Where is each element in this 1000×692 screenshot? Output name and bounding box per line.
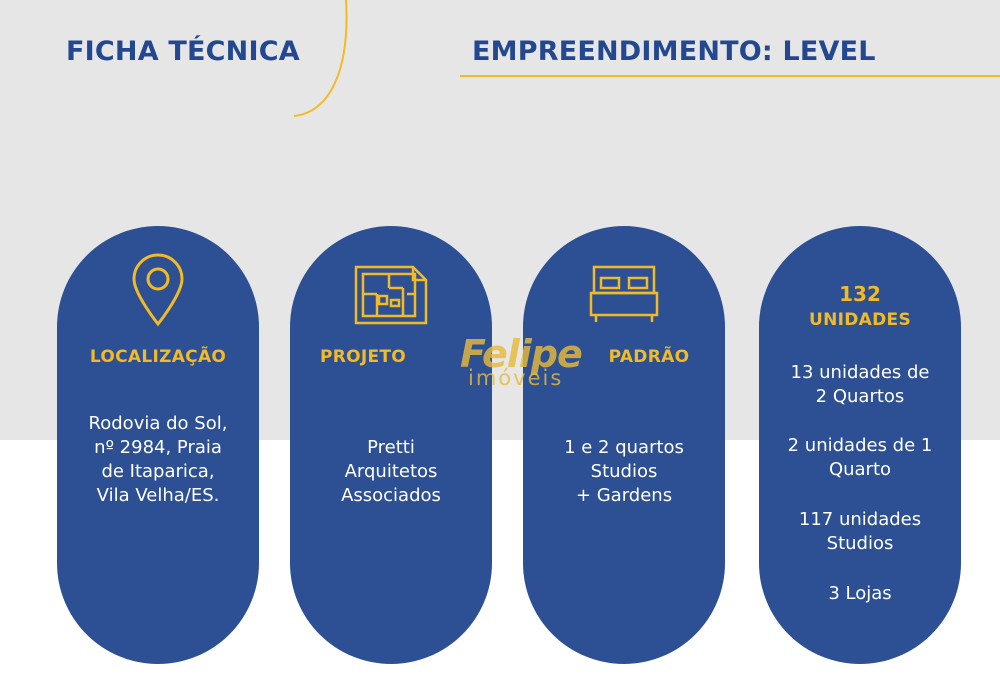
bed-icon [589, 265, 659, 322]
units-count: 132 [839, 282, 881, 306]
card-body: Pretti Arquitetos Associados [300, 436, 482, 508]
address-line: de Itaparica, [101, 461, 215, 482]
unit-item-line: 117 unidades [798, 509, 922, 530]
decorative-curve [293, 0, 348, 117]
architect-line: Arquitetos [344, 461, 438, 482]
card-project: PROJETO Pretti Arquitetos Associados [290, 226, 492, 664]
card-heading: LOCALIZAÇÃO [89, 347, 227, 367]
map-pin-icon [132, 253, 184, 327]
watermark-logo: Felipe [460, 332, 583, 376]
architect-line: Associados [341, 485, 441, 506]
watermark-subtitle: imóveis [468, 366, 564, 390]
card-location: LOCALIZAÇÃO Rodovia do Sol, nº 2984, Pra… [57, 226, 259, 664]
unit-item: 3 Lojas [767, 582, 953, 606]
standard-line: Studios [590, 461, 658, 482]
page-title: FICHA TÉCNICA [66, 36, 300, 67]
card-standard: PADRÃO 1 e 2 quartos Studios + Gardens [523, 226, 725, 664]
address-line: Vila Velha/ES. [96, 485, 220, 506]
standard-line: 1 e 2 quartos [564, 437, 684, 458]
unit-item: 13 unidades de 2 Quartos [767, 361, 953, 409]
architect-line: Pretti [367, 437, 415, 458]
unit-item-line: 13 unidades de [790, 362, 930, 383]
card-heading: PADRÃO [608, 347, 690, 367]
unit-item-line: Studios [826, 533, 894, 554]
unit-item-line: 2 Quartos [815, 386, 905, 407]
unit-item-line: 3 Lojas [828, 583, 892, 604]
address-line: Rodovia do Sol, [88, 413, 228, 434]
card-body: Rodovia do Sol, nº 2984, Praia de Itapar… [67, 412, 249, 508]
project-title: EMPREENDIMENTO: LEVEL [472, 36, 876, 67]
card-heading: PROJETO [319, 347, 407, 367]
unit-item-line: Quarto [828, 459, 892, 480]
unit-item: 2 unidades de 1 Quarto [767, 434, 953, 482]
floor-plan-icon [354, 265, 428, 325]
card-body: 1 e 2 quartos Studios + Gardens [533, 436, 715, 508]
unit-item-line: 2 unidades de 1 [787, 435, 933, 456]
address-line: nº 2984, Praia [94, 437, 222, 458]
title-underline [460, 75, 1000, 77]
card-units: 132 UNIDADES 13 unidades de 2 Quartos 2 … [759, 226, 961, 664]
unit-item: 117 unidades Studios [767, 508, 953, 556]
standard-line: + Gardens [575, 485, 673, 506]
card-heading: UNIDADES [809, 310, 911, 330]
